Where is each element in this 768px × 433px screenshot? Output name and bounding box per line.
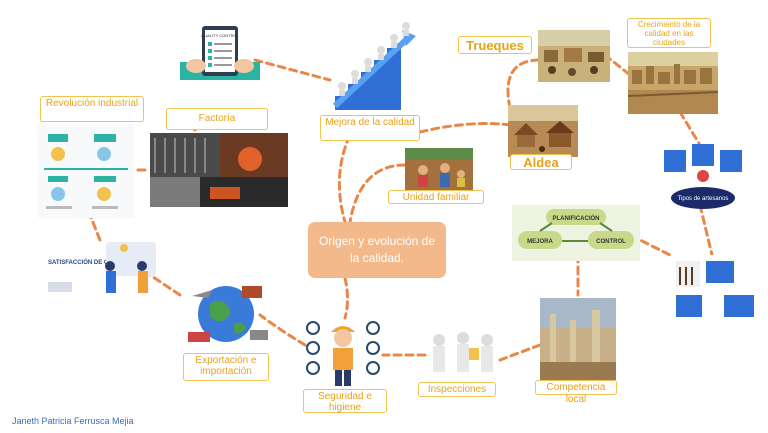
node-factoria[interactable]: Factoría (166, 108, 268, 130)
mejora-staircase-image (332, 22, 416, 110)
trueques-image (538, 30, 610, 82)
link-competencia-inspecciones (498, 343, 542, 362)
central-title: Origen y evolución de la calidad. (318, 234, 436, 265)
pdca-mejora-text: MEJORA (527, 239, 553, 245)
link-ciudad-artesanos (678, 110, 702, 147)
node-inspecciones[interactable]: Inspecciones (418, 382, 496, 397)
node-aldea[interactable]: Aldea (510, 154, 572, 170)
aldea-image (508, 105, 578, 157)
unidad-familiar-image (405, 148, 473, 190)
link-quality-mejora (253, 58, 332, 82)
revolucion-infographic (38, 124, 134, 218)
link-exportacion-satisfaccion (148, 273, 182, 297)
central-node[interactable]: Origen y evolución de la calidad. (308, 222, 446, 278)
node-exportacion[interactable]: Exportación e importación (183, 353, 269, 381)
tipos-artesanos-text: Tipos de artesanos (678, 196, 729, 202)
seguridad-worker-image (306, 321, 380, 386)
link-seguridad-exportacion (258, 313, 307, 347)
pdca-control-text: CONTROL (596, 239, 626, 245)
node-crecimiento[interactable]: Crecimiento de la calidad en las ciudade… (627, 18, 711, 48)
node-competencia[interactable]: Competencia local (535, 380, 617, 405)
link-unidad-center (348, 163, 407, 224)
factoria-collage (150, 133, 288, 207)
tipos-artesanos-diagram: Tipos de artesanos (664, 144, 742, 209)
competencia-local-image (540, 298, 616, 380)
pdca-planificacion-text: PLANIFICACIÓN (553, 214, 600, 222)
quality-control-text: QUALITY CONTROL (201, 33, 239, 38)
link-center-seguridad (343, 276, 349, 320)
link-mejora-aldea (418, 122, 512, 134)
satisfaccion-text: SATISFACCIÓN DE CLIENTES (48, 258, 134, 266)
inspecciones-image (433, 332, 493, 372)
link-aldea-trueques (506, 58, 542, 110)
node-mejora[interactable]: Mejora de la calidad (320, 115, 420, 141)
author-credit: Janeth Patricia Ferrusca Mejia (12, 416, 134, 426)
exportacion-globe-image (188, 286, 268, 342)
crecimiento-ciudad-image (628, 52, 718, 114)
node-unidad[interactable]: Unidad familiar (388, 190, 484, 204)
node-revolucion[interactable]: Revolución industrial (40, 96, 144, 122)
node-trueques[interactable]: Trueques (458, 36, 532, 54)
node-seguridad[interactable]: Seguridad e higiene (303, 389, 387, 413)
link-satisfaccion-revolucion (88, 213, 102, 242)
satisfaccion-clientes-image: SATISFACCIÓN DE CLIENTES (48, 242, 156, 293)
pdca-diagram: PLANIFICACIÓN MEJORA CONTROL (512, 205, 640, 261)
link-artesanos-derecho (698, 203, 714, 257)
quality-control-image: QUALITY CONTROL (180, 26, 260, 80)
derecho-infographic (672, 255, 762, 323)
